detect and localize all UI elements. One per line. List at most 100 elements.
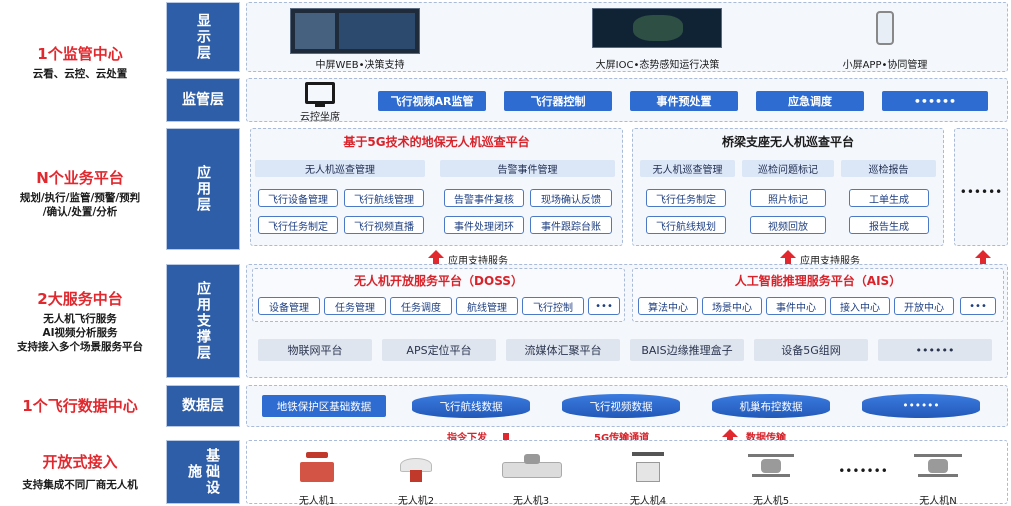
supervise-layer-box (246, 78, 1008, 122)
p1-btn-live[interactable]: 飞行视频直播 (344, 216, 424, 234)
app-service-label-1: 应用支持服务 (448, 256, 508, 267)
left-block-services: 2大服务中台 无人机飞行服务 AI视频分析服务 支持接入多个场景服务平台 (0, 289, 160, 354)
data-metro-base: 地铁保护区基础数据 (262, 395, 386, 417)
ais-btn-event[interactable]: 事件中心 (766, 297, 826, 315)
display-caption-web: 中屏WEB•决策支持 (315, 60, 405, 71)
flow-command-label: 指令下发 (447, 433, 487, 444)
supervise-btn-more[interactable]: •••••• (882, 91, 988, 111)
p2-group2-head: 巡检问题标记 (742, 160, 834, 177)
web-screen-image (290, 8, 420, 54)
left-block-monitor: 1个监管中心 云看、云控、云处置 (0, 44, 160, 81)
p2-btn-task[interactable]: 飞行任务制定 (646, 189, 726, 207)
left-block-platforms: N个业务平台 规划/执行/监管/预警/预判 /确认/处置/分析 (0, 168, 160, 219)
left-desc-platforms-2: /确认/处置/分析 (42, 206, 118, 218)
data-nest-db: 机巢布控数据 (712, 394, 830, 418)
left-title-monitor: 1个监管中心 (37, 45, 123, 63)
data-more-db: •••••• (862, 394, 980, 418)
p1-group2-head: 告警事件管理 (440, 160, 615, 177)
left-desc-monitor: 云看、云控、云处置 (32, 68, 128, 80)
doss-btn-task[interactable]: 任务管理 (324, 297, 386, 315)
base-iot: 物联网平台 (258, 339, 372, 361)
layer-label-display: 显示层 (166, 2, 240, 72)
p1-btn-ledger[interactable]: 事件跟踪台账 (530, 216, 612, 234)
app-service-label-2: 应用支持服务 (800, 256, 860, 267)
layer-label-app: 应用层 (166, 128, 240, 250)
p1-group1-head: 无人机巡查管理 (255, 160, 425, 177)
left-title-services: 2大服务中台 (37, 290, 123, 308)
arrow-up-app-service-2 (780, 250, 796, 265)
monitor-icon (305, 82, 335, 104)
p1-btn-review[interactable]: 告警事件复核 (444, 189, 524, 207)
display-caption-ioc: 大屏IOC•态势感知运行决策 (595, 60, 720, 71)
left-block-datacenter: 1个飞行数据中心 (0, 396, 160, 416)
data-route-db: 飞行航线数据 (412, 394, 530, 418)
left-desc-services-2: AI视频分析服务 (42, 327, 118, 339)
supervise-btn-preprocess[interactable]: 事件预处置 (630, 91, 738, 111)
base-media: 流媒体汇聚平台 (506, 339, 620, 361)
droneN-label: 无人机N (919, 496, 957, 506)
drone5-image (748, 448, 794, 486)
platform2-title: 桥梁支座无人机巡查平台 (721, 135, 854, 149)
doss-title: 无人机开放服务平台（DOSS） (354, 274, 523, 288)
arrow-up-app-service-1 (428, 250, 444, 265)
arrow-up-app-service-3 (975, 250, 991, 265)
drone1-label: 无人机1 (298, 496, 336, 506)
doss-btn-route[interactable]: 航线管理 (456, 297, 518, 315)
arrow-up-data (722, 429, 738, 444)
doss-btn-flight[interactable]: 飞行控制 (522, 297, 584, 315)
base-bais: BAIS边缘推理盒子 (630, 339, 744, 361)
flow-data-label: 数据传输 (746, 433, 786, 444)
p2-btn-workorder[interactable]: 工单生成 (849, 189, 929, 207)
ais-btn-algorithm[interactable]: 算法中心 (638, 297, 698, 315)
left-desc-access: 支持集成不同厂商无人机 (22, 479, 138, 491)
left-desc-services-3: 支持接入多个场景服务平台 (17, 341, 143, 353)
ioc-screen-image (592, 8, 722, 48)
ais-btn-open[interactable]: 开放中心 (894, 297, 954, 315)
drone2-image (398, 452, 434, 484)
monitor-stand-icon (315, 104, 325, 107)
platform1-title: 基于5G技术的地保无人机巡查平台 (343, 135, 530, 149)
doss-btn-device[interactable]: 设备管理 (258, 297, 320, 315)
p1-btn-route[interactable]: 飞行航线管理 (344, 189, 424, 207)
p1-btn-closeloop[interactable]: 事件处理闭环 (444, 216, 524, 234)
left-title-access: 开放式接入 (42, 453, 118, 471)
layer-label-supervise: 监管层 (166, 78, 240, 122)
p2-btn-photo[interactable]: 照片标记 (750, 189, 826, 207)
p1-btn-task[interactable]: 飞行任务制定 (258, 216, 338, 234)
doss-btn-schedule[interactable]: 任务调度 (390, 297, 452, 315)
droneN-image (914, 448, 962, 486)
drone-ellipsis: ••••••• (838, 464, 888, 478)
ais-btn-access[interactable]: 接入中心 (830, 297, 890, 315)
p2-group3-head: 巡检报告 (841, 160, 936, 177)
left-block-access: 开放式接入 支持集成不同厂商无人机 (0, 452, 160, 492)
drone4-image (628, 448, 668, 486)
supervise-btn-ar[interactable]: 飞行视频AR监管 (378, 91, 486, 111)
drone3-label: 无人机3 (512, 496, 550, 506)
left-desc-services-1: 无人机飞行服务 (43, 313, 117, 325)
p1-btn-device[interactable]: 飞行设备管理 (258, 189, 338, 207)
drone2-label: 无人机2 (397, 496, 435, 506)
platform-more-ellipsis: •••••• (959, 185, 1003, 199)
left-title-platforms: N个业务平台 (36, 169, 124, 187)
ais-btn-scene[interactable]: 场景中心 (702, 297, 762, 315)
layer-label-infra: 基础设施 (166, 440, 240, 504)
supervise-btn-control[interactable]: 飞行器控制 (504, 91, 612, 111)
layer-label-support: 应用支撑层 (166, 264, 240, 378)
p1-btn-feedback[interactable]: 现场确认反馈 (530, 189, 612, 207)
drone1-image (300, 452, 334, 482)
doss-btn-more[interactable]: ••• (588, 297, 620, 315)
data-video-db: 飞行视频数据 (562, 394, 680, 418)
phone-icon (876, 11, 894, 45)
p2-btn-route[interactable]: 飞行航线规划 (646, 216, 726, 234)
layer-label-data: 数据层 (166, 385, 240, 427)
left-title-datacenter: 1个飞行数据中心 (22, 397, 138, 415)
base-more: •••••• (878, 339, 992, 361)
base-5g: 设备5G组网 (754, 339, 868, 361)
ais-btn-more[interactable]: ••• (960, 297, 996, 315)
supervise-btn-dispatch[interactable]: 应急调度 (756, 91, 864, 111)
supervise-seat-label: 云控坐席 (300, 112, 340, 123)
p2-btn-video[interactable]: 视频回放 (750, 216, 826, 234)
flow-5g-label: 5G传输通道 (594, 433, 650, 444)
p2-group1-head: 无人机巡查管理 (640, 160, 735, 177)
p2-btn-report[interactable]: 报告生成 (849, 216, 929, 234)
